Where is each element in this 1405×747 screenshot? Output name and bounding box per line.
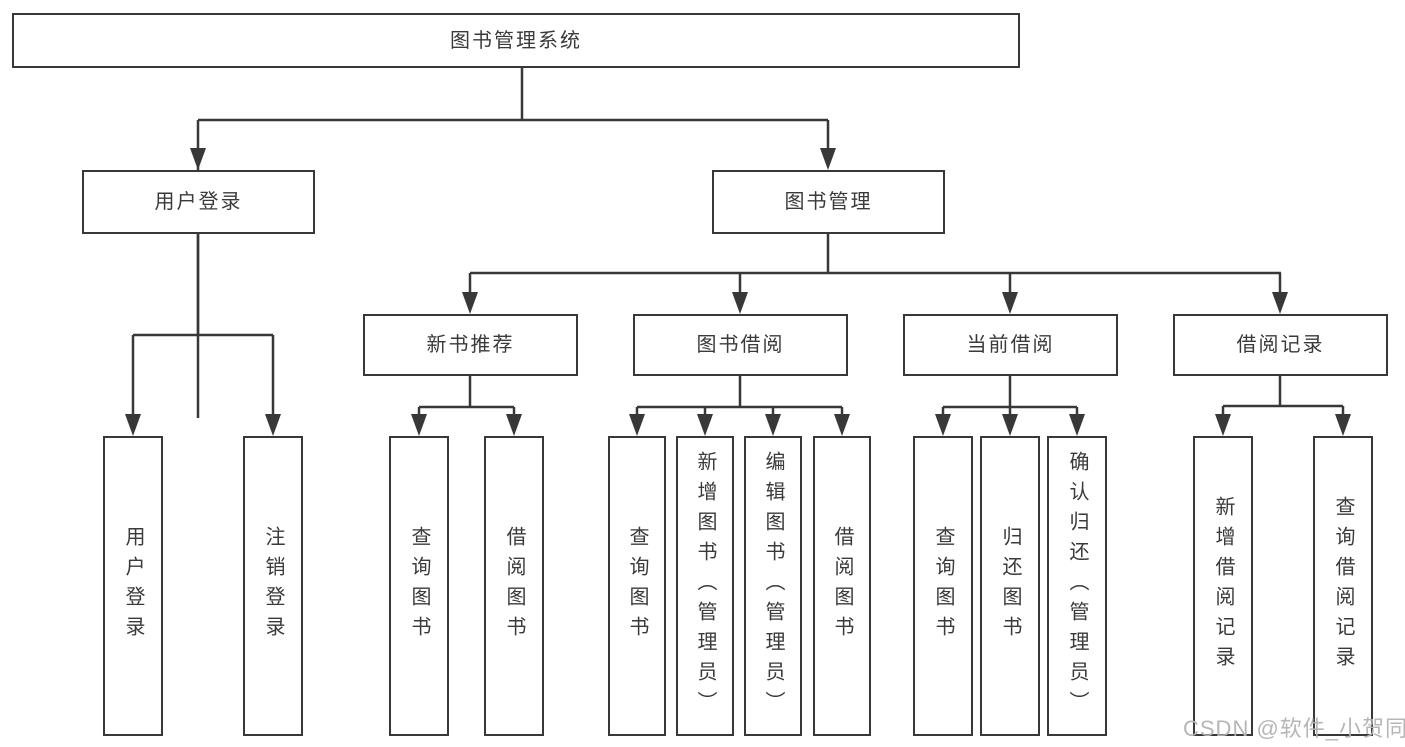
- node-label: 归还图书: [999, 526, 1021, 646]
- node-label: 图书借阅: [696, 334, 785, 356]
- node-label: 查询图书: [408, 526, 430, 646]
- leaf-add-books-admin: 新增图书（管理员）: [676, 436, 734, 736]
- node-label: 查询图书: [626, 526, 648, 646]
- node-label: 图书管理系统: [450, 29, 582, 52]
- leaf-query-borrow-record: 查询借阅记录: [1313, 436, 1373, 736]
- leaf-add-borrow-record: 新增借阅记录: [1193, 436, 1253, 736]
- leaf-return-books: 归还图书: [980, 436, 1040, 736]
- leaf-query-books-recommend: 查询图书: [389, 436, 449, 736]
- node-label: 确认归还（管理员）: [1066, 451, 1088, 721]
- node-label: 借阅图书: [503, 526, 525, 646]
- node-book-borrowing: 图书借阅: [633, 314, 848, 376]
- node-label: 查询图书: [932, 526, 954, 646]
- leaf-borrow-books: 借阅图书: [813, 436, 871, 736]
- node-library-management-system: 图书管理系统: [12, 13, 1020, 68]
- leaf-logout: 注销登录: [243, 436, 303, 736]
- node-label: 当前借阅: [966, 334, 1055, 356]
- csdn-watermark: CSDN @软件_小贺同学: [1183, 716, 1405, 741]
- node-book-management: 图书管理: [712, 170, 945, 234]
- node-label: 用户登录: [122, 526, 144, 646]
- connector-book-borrowing-to-children: [629, 376, 850, 436]
- node-borrowing-records: 借阅记录: [1173, 314, 1388, 376]
- leaf-edit-books-admin: 编辑图书（管理员）: [744, 436, 802, 736]
- node-label: 新书推荐: [426, 334, 515, 356]
- node-label: 用户登录: [154, 191, 243, 213]
- leaf-query-books-borrowing: 查询图书: [608, 436, 666, 736]
- node-user-login: 用户登录: [82, 170, 315, 234]
- leaf-borrow-books-recommend: 借阅图书: [484, 436, 544, 736]
- connector-user-login-to-children: [125, 234, 281, 436]
- node-label: 借阅图书: [831, 526, 853, 646]
- node-current-borrowing: 当前借阅: [903, 314, 1118, 376]
- connector-book-management-to-children: [462, 234, 1288, 314]
- node-label: 查询借阅记录: [1332, 496, 1354, 676]
- connector-current-borrowing-to-children: [935, 376, 1085, 436]
- node-label: 编辑图书（管理员）: [762, 451, 784, 721]
- node-new-book-recommendation: 新书推荐: [363, 314, 578, 376]
- node-label: 注销登录: [262, 526, 284, 646]
- connector-new-book-to-children: [411, 376, 522, 436]
- node-label: 新增借阅记录: [1212, 496, 1234, 676]
- leaf-query-books-current: 查询图书: [913, 436, 973, 736]
- node-label: 图书管理: [784, 191, 873, 213]
- node-label: 新增图书（管理员）: [694, 451, 716, 721]
- connector-borrowing-records-to-children: [1215, 376, 1351, 436]
- node-label: 借阅记录: [1236, 334, 1325, 356]
- leaf-confirm-return-admin: 确认归还（管理员）: [1047, 436, 1107, 736]
- leaf-user-login: 用户登录: [103, 436, 163, 736]
